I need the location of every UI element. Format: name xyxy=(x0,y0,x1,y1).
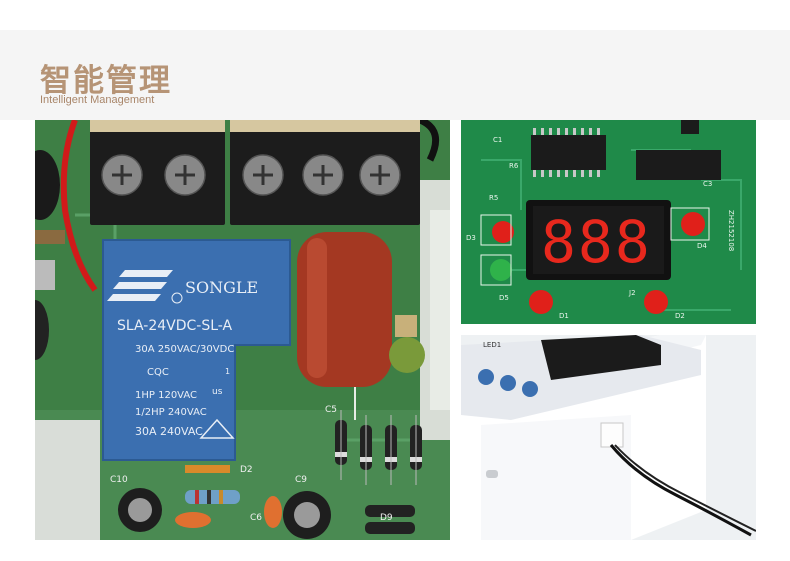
label-c3: C3 xyxy=(703,180,712,188)
relay-rating-3: 1/2HP 240VAC xyxy=(135,407,207,418)
relay-model: SLA-24VDC-SL-A xyxy=(117,318,233,334)
label-led1: LED1 xyxy=(483,341,501,349)
label-d2: D2 xyxy=(240,465,253,475)
header-banner xyxy=(0,30,790,120)
brand-subtitle: Intelligent Management xyxy=(40,94,155,106)
relay-brand: SONGLE xyxy=(185,278,258,297)
relay-rating-1: 30A 250VAC/30VDC xyxy=(135,344,234,355)
led-d5 xyxy=(490,259,512,281)
relay-rating-4: 30A 240VAC xyxy=(135,425,203,438)
led-d1 xyxy=(529,290,553,314)
led-d4 xyxy=(681,212,705,236)
label-d4: D4 xyxy=(697,242,707,250)
led-d2 xyxy=(644,290,668,314)
display-board-photo: 888 D3 D5 D1 J2 D2 D4 R5 R6 C1 C3 ZH2152… xyxy=(461,120,756,324)
panel-button-1 xyxy=(478,369,494,385)
label-j2: J2 xyxy=(628,289,636,297)
label-d9: D9 xyxy=(380,513,393,523)
label-c5: C5 xyxy=(325,405,337,415)
led-d3 xyxy=(492,221,514,243)
label-d5: D5 xyxy=(499,294,509,302)
relay-cert-num: 1 xyxy=(225,367,230,376)
relay-rating-2: 1HP 120VAC xyxy=(135,390,197,401)
relay-triangle-mark xyxy=(199,418,235,439)
relay-board-photo: SONGLE SLA-24VDC-SL-A 30A 250VAC/30VDC C… xyxy=(35,120,450,540)
part-code: ZH2152108 xyxy=(727,210,735,251)
label-d3: D3 xyxy=(466,234,476,242)
relay-ul-mark: us xyxy=(212,387,223,397)
bottom-band xyxy=(0,540,790,561)
label-r5: R5 xyxy=(489,194,498,202)
label-c6: C6 xyxy=(250,513,262,523)
label-d1: D1 xyxy=(559,312,569,320)
label-d2: D2 xyxy=(675,312,685,320)
controller-housing-photo: LED1 xyxy=(461,335,756,540)
brand-title: 智能管理 xyxy=(40,63,172,99)
label-r6: R6 xyxy=(509,162,519,170)
label-c9: C9 xyxy=(295,475,307,485)
label-c1: C1 xyxy=(493,136,502,144)
relay-cqc: CQC xyxy=(147,367,169,378)
panel-button-2 xyxy=(500,375,516,391)
panel-button-3 xyxy=(522,381,538,397)
top-band xyxy=(0,0,790,30)
seven-segment-digits: 888 xyxy=(541,208,652,276)
label-c10: C10 xyxy=(110,475,128,485)
